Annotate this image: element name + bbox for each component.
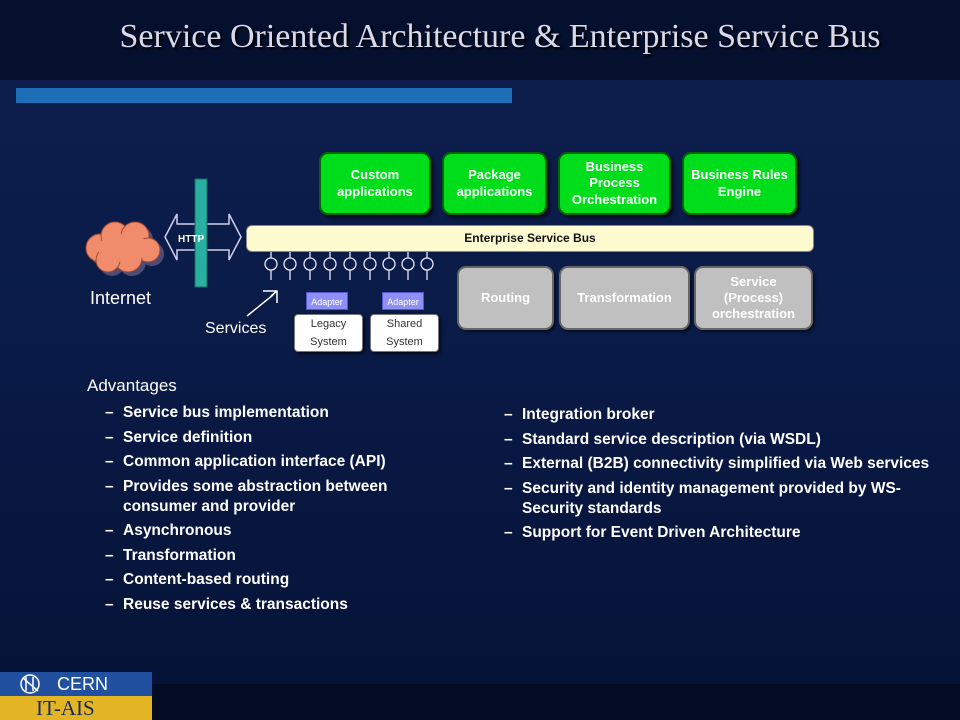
list-item: –Support for Event Driven Architecture (504, 524, 801, 541)
list-item: –Security and identity management provid… (504, 479, 901, 517)
app-box-custom-applications: Custom applications (319, 152, 431, 215)
list-item: –Provides some abstraction between consu… (105, 477, 388, 515)
cern-logo-icon (20, 674, 40, 694)
shared-system-box: Shared System (370, 314, 439, 352)
title-bar (0, 0, 960, 80)
slide-title: Service Oriented Architecture & Enterpri… (119, 18, 881, 55)
app-box-package-applications: Package applications (442, 152, 547, 215)
services-label: Services (205, 320, 267, 337)
shared-system-line1: Shared (386, 318, 423, 330)
advantages-list-right: –Integration broker –Standard service de… (504, 405, 934, 548)
function-box-transformation: Transformation (559, 266, 690, 330)
advantages-heading: Advantages (87, 376, 177, 395)
list-item: –Common application interface (API) (105, 453, 386, 470)
app-box-business-rules-engine: Business Rules Engine (682, 152, 797, 215)
services-arrow-icon (246, 290, 278, 317)
function-box-service-orchestration: Service (Process) orchestration (694, 266, 813, 330)
app-box-business-process-orchestration: Business Process Orchestration (558, 152, 671, 215)
advantages-list-left: –Service bus implementation –Service def… (105, 403, 465, 619)
internet-cloud-icon (85, 221, 164, 276)
service-connectors (264, 252, 434, 280)
list-item: –Transformation (105, 546, 236, 564)
title-underline (16, 88, 512, 103)
legacy-system-line2: System (310, 336, 347, 348)
enterprise-service-bus: Enterprise Service Bus (246, 225, 814, 252)
list-item: –Reuse services & transactions (105, 595, 348, 613)
list-item: –Service definition (105, 428, 253, 446)
http-connector-bar (194, 178, 208, 288)
it-ais-label: IT-AIS (36, 696, 95, 720)
list-item: –Service bus implementation (105, 404, 329, 421)
internet-label: Internet (90, 288, 152, 308)
shared-system-line2: System (386, 336, 423, 348)
http-label: HTTP (178, 234, 205, 245)
legacy-system-box: Legacy System (294, 314, 363, 352)
list-item: –Standard service description (via WSDL) (504, 430, 821, 448)
list-item: –Asynchronous (105, 522, 232, 539)
legacy-system-line1: Legacy (310, 318, 347, 330)
function-box-routing: Routing (457, 266, 554, 330)
list-item: –Integration broker (504, 406, 655, 423)
adapter-shared: Adapter (382, 292, 424, 310)
adapter-legacy: Adapter (306, 292, 348, 310)
list-item: –External (B2B) connectivity simplified … (504, 455, 930, 472)
list-item: –Content-based routing (105, 571, 290, 588)
footer-bar (152, 684, 960, 720)
